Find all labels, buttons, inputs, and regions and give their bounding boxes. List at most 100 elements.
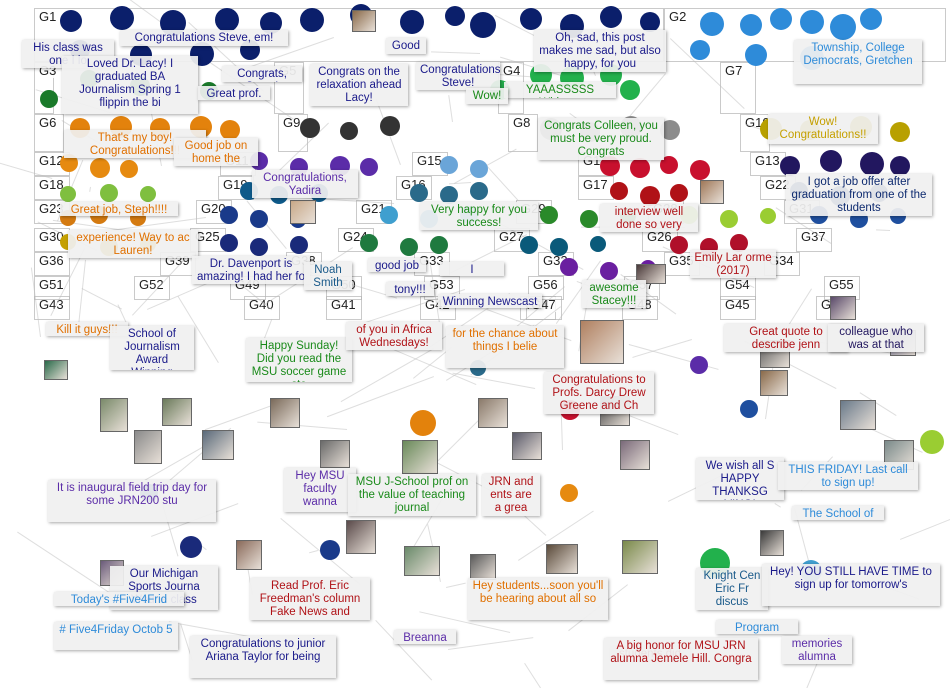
group-box-g22: G22 — [760, 176, 796, 200]
vertex-dot — [520, 8, 542, 30]
tweet-label: for the chance about things I belie — [446, 326, 564, 368]
profile-photo — [622, 540, 658, 574]
group-label: G26 — [645, 229, 674, 244]
tweet-label: Kill it guys!!! — [46, 322, 128, 336]
tweet-label: Hey! YOU STILL HAVE TIME to sign up for … — [762, 564, 940, 606]
tweet-label: Township, College Democrats, Gretchen — [794, 40, 922, 84]
tweet-label: Read Prof. Eric Freedman's column Fake N… — [250, 578, 370, 620]
vertex-dot — [890, 156, 910, 176]
tweet-label: Great prof. — [198, 86, 270, 100]
edge-line — [88, 186, 91, 192]
vertex-dot — [90, 158, 110, 178]
tweet-label: JRN and ents are a grea — [482, 474, 540, 516]
vertex-dot — [40, 90, 58, 108]
vertex-dot — [380, 206, 398, 224]
vertex-dot — [440, 156, 458, 174]
vertex-dot — [120, 160, 138, 178]
tweet-label: Wow! — [466, 88, 508, 104]
vertex-dot — [430, 236, 448, 254]
vertex-dot — [730, 234, 748, 252]
tweet-label: Congrats, Steve! — [222, 66, 302, 82]
vertex-dot — [700, 12, 724, 36]
group-label: G13 — [753, 153, 782, 168]
vertex-dot — [140, 186, 156, 202]
edge-line — [16, 531, 110, 593]
group-label: G56 — [531, 277, 560, 292]
vertex-dot — [800, 10, 824, 34]
vertex-dot — [600, 6, 622, 28]
vertex-dot — [830, 14, 856, 40]
tweet-label: THIS FRIDAY! Last call to sign up! — [778, 462, 918, 490]
group-label: G7 — [723, 63, 745, 78]
vertex-dot — [600, 156, 620, 176]
group-box-g17: G17 — [578, 176, 614, 200]
group-label: G18 — [37, 177, 66, 192]
group-label: G25 — [193, 229, 222, 244]
tweet-label: School of Journalism Award Winning Newsc… — [110, 326, 194, 370]
profile-photo — [636, 264, 666, 284]
tweet-label: Congratulations, Steve! — [416, 62, 500, 90]
group-label: G37 — [799, 229, 828, 244]
vertex-dot — [180, 536, 202, 558]
group-box-g1: G1 — [34, 8, 664, 62]
vertex-dot — [860, 8, 882, 30]
tweet-label: Congratulations Steve, em! — [120, 30, 288, 46]
tweet-label: The School of — [792, 506, 884, 520]
tweet-label: Great quote to describe jenn — [724, 324, 848, 352]
vertex-dot — [250, 238, 268, 256]
group-label: G8 — [511, 115, 533, 130]
edge-line — [375, 619, 433, 680]
tweet-label: Noah Smith — [304, 262, 352, 290]
vertex-dot — [320, 540, 340, 560]
vertex-dot — [400, 10, 424, 34]
edge-line — [448, 94, 453, 122]
vertex-dot — [540, 206, 558, 224]
vertex-dot — [470, 160, 488, 178]
group-box-g55: G55 — [824, 276, 860, 300]
edge-line — [446, 582, 466, 588]
profile-photo — [830, 296, 856, 320]
profile-photo — [840, 400, 876, 430]
vertex-dot — [550, 238, 568, 256]
tweet-label: good job — [368, 258, 426, 272]
edge-line — [447, 636, 534, 650]
group-box-g33: G33 — [414, 252, 450, 276]
tweet-label: YAAASSSSS Whitney — [504, 82, 616, 98]
profile-photo — [100, 398, 128, 432]
vertex-dot — [400, 238, 418, 256]
profile-photo — [402, 440, 438, 474]
group-box-g7: G7 — [720, 62, 756, 114]
vertex-dot — [445, 6, 465, 26]
profile-photo — [270, 398, 300, 428]
group-label: G36 — [37, 253, 66, 268]
tweet-label: Congrats on the relaxation ahead Lacy! — [310, 64, 408, 106]
vertex-dot — [590, 236, 606, 252]
profile-photo — [134, 430, 162, 464]
tweet-label: tony!!! — [386, 282, 434, 296]
vertex-dot — [300, 118, 320, 138]
group-box-g41: G41 — [326, 296, 362, 320]
vertex-dot — [300, 8, 324, 32]
edge-line — [774, 503, 782, 508]
vertex-dot — [690, 40, 710, 60]
tweet-label: MSU J-School prof on the value of teachi… — [348, 474, 476, 516]
vertex-dot — [110, 6, 134, 30]
tweet-label: Congratulations, Yadira — [252, 170, 358, 198]
vertex-dot — [745, 44, 767, 66]
vertex-dot — [660, 156, 678, 174]
group-label: G17 — [581, 177, 610, 192]
group-box-g45: G45 — [720, 296, 756, 320]
vertex-dot — [520, 236, 538, 254]
group-box-g8: G8 — [508, 114, 538, 152]
group-box-g6: G6 — [34, 114, 64, 152]
profile-photo — [352, 10, 376, 32]
tweet-label: Good job on home the — [174, 138, 258, 166]
tweet-label: Great job, Steph!!!! — [60, 202, 178, 216]
group-label: G1 — [37, 9, 59, 24]
vertex-dot — [920, 430, 944, 454]
group-label: G51 — [37, 277, 66, 292]
vertex-dot — [410, 184, 428, 202]
profile-photo — [162, 398, 192, 426]
profile-photo — [404, 546, 440, 576]
